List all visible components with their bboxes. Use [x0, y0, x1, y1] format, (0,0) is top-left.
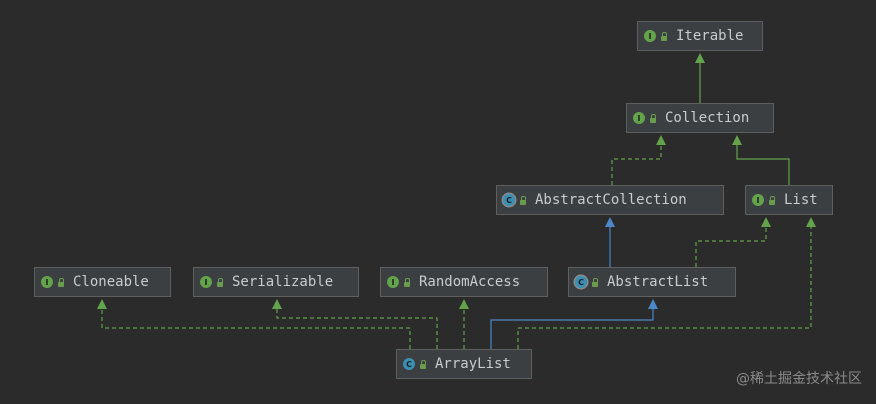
- interface-badge-icon: I: [200, 276, 212, 288]
- node-cloneable[interactable]: I Cloneable: [34, 267, 171, 297]
- node-label: ArrayList: [435, 356, 511, 372]
- node-list[interactable]: I List: [745, 185, 833, 215]
- lock-icon: [403, 277, 411, 287]
- interface-badge-icon: I: [41, 276, 53, 288]
- lock-icon: [57, 277, 65, 287]
- edge-abstractlist-list: [695, 224, 767, 267]
- lock-icon: [649, 113, 657, 123]
- edge-list-collection: [736, 142, 790, 185]
- node-label: RandomAccess: [419, 274, 521, 290]
- node-label: List: [784, 192, 818, 208]
- node-serializable[interactable]: I Serializable: [193, 267, 359, 297]
- node-random-access[interactable]: I RandomAccess: [380, 267, 548, 297]
- lock-icon: [519, 195, 527, 205]
- edge-list-collection-arrowhead: [732, 135, 742, 145]
- edge-arraylist-list-arrowhead: [806, 217, 816, 227]
- interface-badge-icon: I: [387, 276, 399, 288]
- edge-arraylist-serializable-arrowhead: [272, 299, 282, 309]
- edge-abstractlist-list-arrowhead: [761, 217, 771, 227]
- node-label: Collection: [665, 110, 750, 126]
- class-badge-icon: C: [503, 194, 515, 206]
- lock-icon: [591, 277, 599, 287]
- edge-arraylist-randomaccess-arrowhead: [459, 299, 469, 309]
- node-iterable[interactable]: I Iterable: [637, 21, 763, 51]
- watermark: @稀土掘金技术社区: [736, 371, 862, 387]
- edge-arraylist-cloneable-arrowhead: [97, 299, 107, 309]
- class-badge-icon: C: [575, 276, 587, 288]
- node-label: Cloneable: [73, 274, 149, 290]
- node-label: Serializable: [232, 274, 334, 290]
- node-abstract-list[interactable]: C AbstractList: [568, 267, 736, 297]
- edge-arraylist-serializable: [276, 306, 438, 349]
- interface-badge-icon: I: [633, 112, 645, 124]
- lock-icon: [216, 277, 224, 287]
- lock-icon: [660, 31, 668, 41]
- node-label: AbstractCollection: [535, 192, 687, 208]
- interface-badge-icon: I: [752, 194, 764, 206]
- edge-abstractcollection-collection: [611, 142, 662, 185]
- lock-icon: [768, 195, 776, 205]
- node-array-list[interactable]: C ArrayList: [396, 349, 532, 379]
- edge-abstractlist-abstractcollection-arrowhead: [605, 217, 615, 227]
- interface-badge-icon: I: [644, 30, 656, 42]
- edge-collection-iterable-arrowhead: [695, 53, 705, 63]
- node-label: Iterable: [676, 28, 744, 44]
- edge-arraylist-list: [517, 224, 812, 349]
- node-abstract-collection[interactable]: C AbstractCollection: [496, 185, 724, 215]
- edge-abstractcollection-collection-arrowhead: [656, 135, 666, 145]
- edge-arraylist-cloneable: [101, 306, 411, 349]
- class-badge-icon: C: [403, 358, 415, 370]
- edge-arraylist-abstractlist-arrowhead: [648, 299, 658, 309]
- edge-arraylist-abstractlist: [490, 306, 654, 349]
- node-collection[interactable]: I Collection: [626, 103, 774, 133]
- lock-icon: [419, 359, 427, 369]
- node-label: AbstractList: [607, 274, 709, 290]
